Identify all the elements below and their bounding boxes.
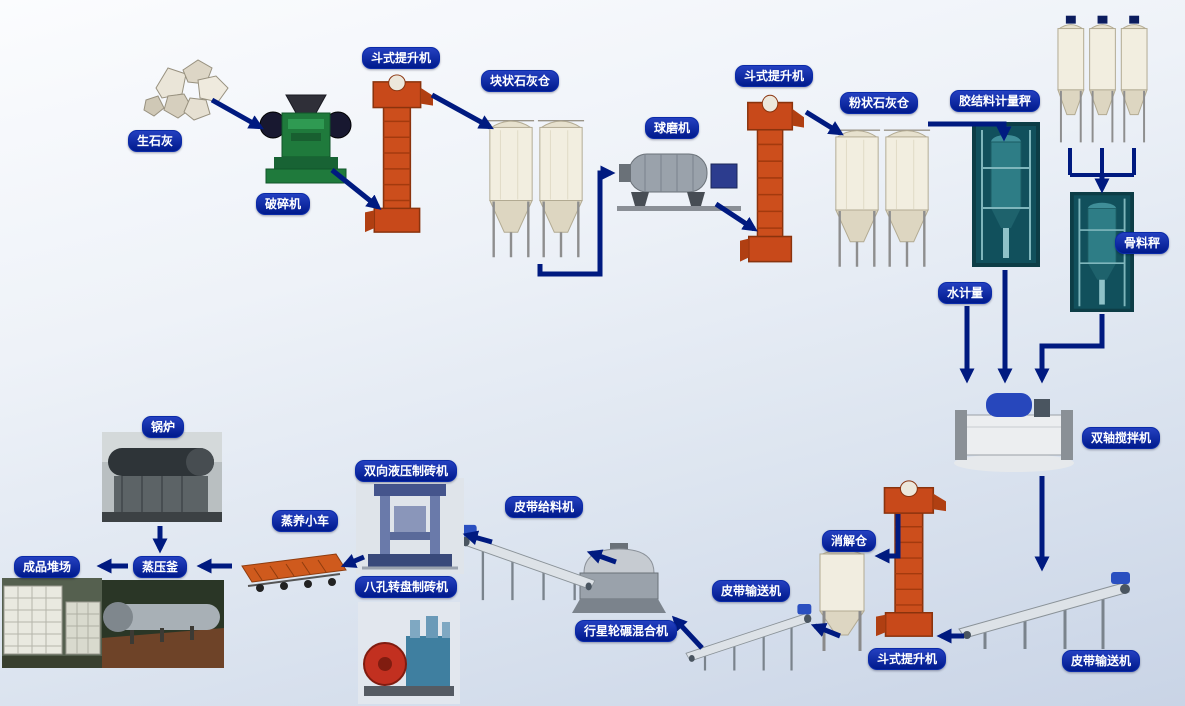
bucket-elevator-1-graphic xyxy=(365,70,433,240)
product-yard-label: 成品堆场 xyxy=(14,556,81,578)
ball-mill-label: 球磨机 xyxy=(645,117,700,139)
belt-conveyor-right-label: 皮带输送机 xyxy=(1062,650,1141,672)
rotary-brick-machine-label: 八孔转盘制砖机 xyxy=(355,576,458,598)
lump-lime-silo-graphic xyxy=(486,108,586,268)
belt-feeder-label: 皮带给料机 xyxy=(505,496,584,518)
hydraulic-brick-machine-label: 双向液压制砖机 xyxy=(355,460,458,482)
flow-arrow xyxy=(430,92,494,130)
powder-lime-silo-label: 粉状石灰仓 xyxy=(840,92,919,114)
bucket-elevator-2-graphic xyxy=(740,90,804,270)
crusher-graphic xyxy=(258,85,353,190)
belt-conveyor-mid-label: 皮带输送机 xyxy=(712,580,791,602)
aggregate-silos-graphic xyxy=(1055,15,1150,150)
steam-curing-trolley-graphic xyxy=(236,542,350,604)
powder-lime-silo-graphic xyxy=(832,120,932,275)
autoclave-label: 蒸压釜 xyxy=(133,556,188,578)
ball-mill-graphic xyxy=(615,138,743,213)
rotary-brick-machine-graphic xyxy=(358,602,460,704)
autoclave-graphic xyxy=(102,580,224,668)
bucket-elevator-1-label: 斗式提升机 xyxy=(362,47,441,69)
lump-lime-silo-label: 块状石灰仓 xyxy=(481,70,560,92)
hydraulic-brick-machine-graphic xyxy=(356,478,464,574)
binder-weighing-scale-label: 胶结料计量秤 xyxy=(950,90,1041,112)
planetary-mixer-label: 行星轮碾混合机 xyxy=(575,620,678,642)
quicklime-label: 生石灰 xyxy=(128,130,183,152)
water-meter-label: 水计量 xyxy=(938,282,993,304)
boiler-label: 锅炉 xyxy=(142,416,185,438)
steam-curing-trolley-label: 蒸养小车 xyxy=(272,510,339,532)
bucket-elevator-2-label: 斗式提升机 xyxy=(735,65,814,87)
bucket-elevator-3-graphic xyxy=(876,476,946,644)
product-yard-graphic xyxy=(2,578,102,668)
digestion-silo-label: 消解仓 xyxy=(822,530,877,552)
flow-arrow xyxy=(1034,314,1105,384)
crusher-label: 破碎机 xyxy=(256,193,311,215)
binder-weighing-scale-graphic xyxy=(972,122,1040,267)
boiler-graphic xyxy=(102,432,222,522)
quicklime-rocks-graphic xyxy=(138,50,243,125)
twin-shaft-mixer-graphic xyxy=(952,383,1077,473)
belt-feeder-graphic xyxy=(458,518,598,604)
belt-conveyor-right-graphic xyxy=(955,565,1135,653)
digestion-silo-graphic xyxy=(810,543,874,655)
aggregate-scale-label: 骨料秤 xyxy=(1115,232,1170,254)
bucket-elevator-3-label: 斗式提升机 xyxy=(868,648,947,670)
belt-conveyor-mid-graphic xyxy=(683,598,815,674)
twin-shaft-mixer-label: 双轴搅拌机 xyxy=(1082,427,1161,449)
